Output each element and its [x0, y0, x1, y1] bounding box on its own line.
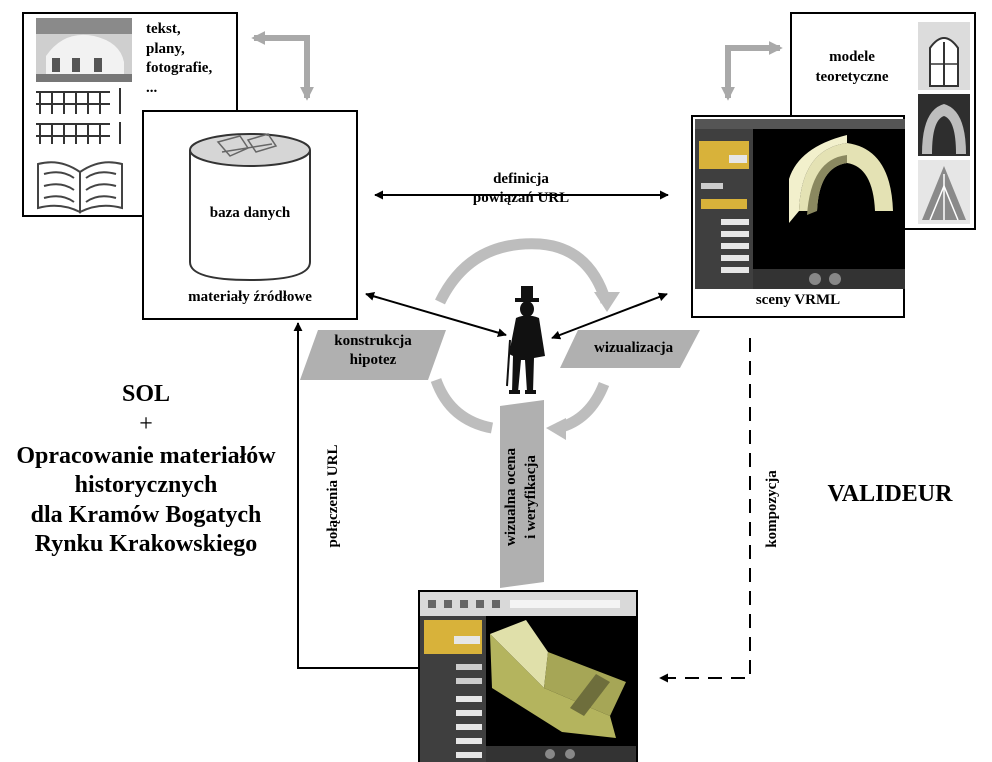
database-label: baza danych	[209, 205, 291, 221]
theoretical-models-line: teoretyczne	[815, 68, 889, 85]
project-title-line: historycznych	[74, 472, 218, 499]
theoretical-models-label: modele teoretyczne	[796, 48, 908, 87]
project-title-line: Opracowanie materiałów	[16, 443, 276, 469]
url-links-label: połączenia URL	[325, 444, 341, 548]
sources-list: tekst, plany, fotografie, ...	[146, 20, 212, 98]
model-thumbnails	[918, 22, 970, 224]
vault-arch-thumbnail	[918, 94, 970, 156]
vrml-scene-box: sceny VRML	[691, 115, 905, 318]
composition-arrow	[659, 338, 751, 683]
database-cylinder-icon	[189, 133, 311, 282]
hypotheses-label: konstrukcja hipotez	[318, 332, 428, 370]
cycle-arrow-top	[435, 238, 612, 305]
project-plus-sign: +	[139, 411, 153, 437]
database-caption: materiały źródłowe	[188, 289, 312, 305]
database-box: baza danych materiały źródłowe	[142, 110, 358, 320]
hypotheses-line: konstrukcja	[334, 333, 412, 349]
user-figure	[506, 286, 545, 394]
project-title-line: Rynku Krakowskiego	[34, 530, 258, 557]
sources-item: fotografie,	[146, 60, 213, 76]
sources-feed-arrow	[251, 31, 314, 101]
project-title-line: dla Kramów Bogatych	[30, 501, 262, 528]
building-photo-thumbnail	[36, 18, 132, 82]
project-title: Opracowanie materiałów historycznych dla…	[6, 442, 286, 559]
browser-screenshot	[420, 592, 636, 762]
vrml-caption: sceny VRML	[755, 292, 841, 308]
validator-label: VALIDEUR	[827, 481, 953, 507]
sources-item: ...	[146, 79, 158, 96]
hypotheses-band	[300, 330, 446, 380]
open-book-icon	[37, 161, 123, 214]
user-to-scene-arrow	[551, 292, 668, 340]
url-links-arrow	[293, 322, 418, 669]
evaluation-line: i weryfikacja	[523, 455, 539, 539]
sources-thumbnails	[36, 18, 132, 214]
visualization-band	[560, 330, 700, 368]
evaluation-band	[500, 400, 544, 588]
models-feed-arrow	[721, 41, 783, 101]
theoretical-models-line: modele	[829, 49, 875, 65]
vrml-screenshot	[695, 119, 905, 289]
evaluation-line: wizualna ocena	[503, 448, 519, 546]
database-to-user-arrow	[365, 291, 507, 338]
cycle-arrow-bottom-right-head	[546, 418, 566, 440]
browser-screenshot-box	[418, 590, 638, 762]
gable-thumbnail	[918, 160, 970, 224]
cycle-arrow-bottom-left	[430, 378, 494, 434]
evaluation-label: wizualna ocena i weryfikacja	[501, 411, 541, 583]
gothic-window-thumbnail	[918, 22, 970, 90]
hypotheses-line: hipotez	[349, 351, 397, 368]
plan-drawing-thumbnail	[36, 88, 121, 144]
visualization-label: wizualizacja	[594, 340, 674, 356]
sources-item: tekst,	[146, 21, 181, 37]
project-sol-label: SOL	[121, 381, 171, 407]
link-definition-label: definicja powiązań URL	[440, 170, 602, 208]
link-definition-line: powiązań URL	[472, 189, 570, 206]
link-definition-line: definicja	[493, 171, 549, 187]
sources-item: plany,	[146, 40, 185, 57]
composition-label: kompozycja	[764, 470, 780, 548]
cycle-arrow-top-head	[594, 292, 620, 312]
